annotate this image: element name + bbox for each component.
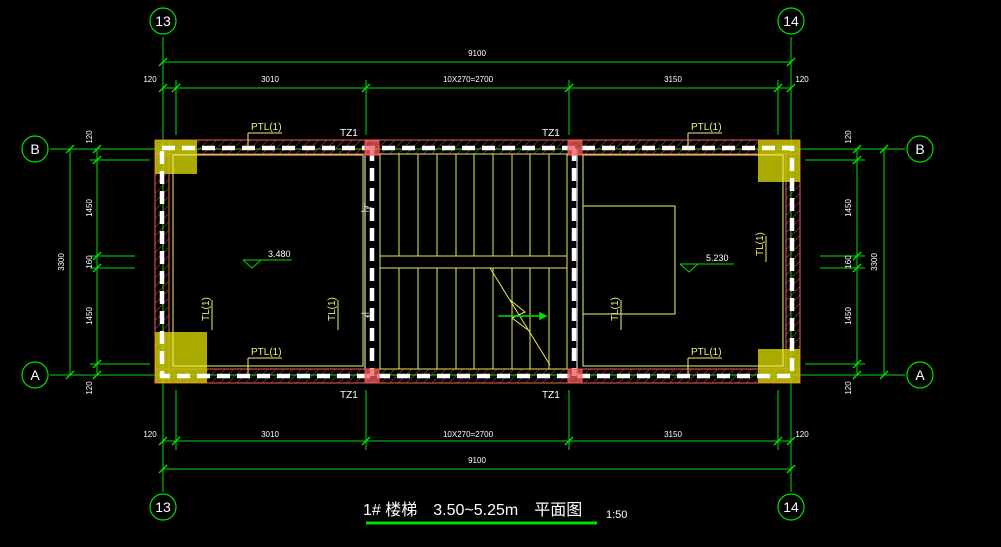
- label-tz-bottom-right: TZ1: [542, 390, 560, 401]
- level-marks: [242, 259, 734, 273]
- dim-seg-left-top: 3010: [261, 75, 279, 84]
- label-ptl-bottom-right: PTL(1): [691, 347, 722, 358]
- dim-edge-right-bottom: 120: [795, 430, 809, 439]
- leader-lines: [211, 132, 767, 375]
- axis-label-right-bottom: A: [915, 367, 925, 383]
- stair-well-lines: [364, 150, 578, 375]
- level-mark-left: [242, 259, 262, 269]
- grid-lines: [50, 37, 905, 492]
- axis-label-bottom-left: 13: [155, 499, 171, 515]
- dim-v-lower-right: 1450: [844, 307, 853, 325]
- axis-bubble-right-bottom: [906, 361, 934, 389]
- tz-column-markers: [364, 140, 583, 384]
- level-mark-right: [679, 263, 699, 273]
- label-tl-left-room: TL(1): [201, 297, 212, 321]
- dim-seg-mid-top: 10X270=2700: [443, 75, 494, 84]
- axis-label-right-top: B: [915, 141, 924, 157]
- dim-v-upper-right: 1450: [844, 199, 853, 217]
- stair-flights: [379, 153, 568, 370]
- dim-v-lower-left: 1450: [85, 307, 94, 325]
- beam-outline: [159, 145, 795, 379]
- label-ptl-top-right: PTL(1): [691, 122, 722, 133]
- axis-label-top-left: 13: [155, 13, 171, 29]
- stair-arrow: [498, 311, 548, 321]
- dim-v-mid-left: 160: [85, 255, 94, 269]
- horizontal-dimensions: [158, 57, 796, 474]
- dim-edge-left-top: 120: [143, 75, 157, 84]
- axis-label-top-right: 14: [783, 13, 799, 29]
- label-tl-right-stair: TL(1): [610, 297, 621, 321]
- walls: [154, 139, 801, 384]
- dim-edge-right-top: 120: [795, 75, 809, 84]
- room-outlines: [172, 154, 784, 367]
- dim-v-top-edge-right: 120: [844, 130, 853, 144]
- vertical-dimensions: [65, 144, 889, 380]
- axis-bubble-top-left: [149, 7, 177, 35]
- label-tz-top-left: TZ1: [340, 128, 358, 139]
- axis-bubble-right-top: [906, 135, 934, 163]
- label-tl-left-stair: TL(1): [327, 297, 338, 321]
- axis-label-left-top: B: [30, 141, 39, 157]
- dim-seg-left-bottom: 3010: [261, 430, 279, 439]
- label-tz-top-right: TZ1: [542, 128, 560, 139]
- label-tz-bottom-left: TZ1: [340, 390, 358, 401]
- dim-v-bottom-edge-right: 120: [844, 381, 853, 395]
- dim-v-top-edge-left: 120: [85, 130, 94, 144]
- axis-bubbles: [21, 7, 934, 521]
- dim-edge-left-bottom: 120: [143, 430, 157, 439]
- label-ptl-top-left: PTL(1): [251, 122, 282, 133]
- label-tl-right-room: TL(1): [755, 232, 766, 256]
- dim-v-total-right: 3300: [870, 253, 879, 271]
- stair-break-zigzag: [509, 299, 529, 331]
- level-value-left: 3.480: [268, 249, 291, 259]
- drawing-title: 1# 楼梯 3.50~5.25m 平面图: [363, 501, 582, 519]
- stair-down-mark: 下: [360, 312, 369, 322]
- dim-v-total-left: 3300: [57, 253, 66, 271]
- axis-bubble-bottom-left: [149, 493, 177, 521]
- label-ptl-bottom-left: PTL(1): [251, 347, 282, 358]
- stair-up-mark: 上: [360, 203, 369, 213]
- axis-bubble-left-top: [21, 135, 49, 163]
- axis-label-left-bottom: A: [30, 367, 40, 383]
- dim-total-bottom: 9100: [468, 456, 486, 465]
- dim-seg-right-bottom: 3150: [664, 430, 682, 439]
- drawing-scale: 1:50: [606, 509, 627, 521]
- dim-v-upper-left: 1450: [85, 199, 94, 217]
- axis-bubble-bottom-right: [777, 493, 805, 521]
- dim-total-top: 9100: [468, 49, 486, 58]
- level-value-right: 5.230: [706, 253, 729, 263]
- dim-seg-mid-bottom: 10X270=2700: [443, 430, 494, 439]
- dim-v-mid-right: 160: [844, 255, 853, 269]
- dim-seg-right-top: 3150: [664, 75, 682, 84]
- beams: [159, 145, 795, 379]
- drawing-title-block: 1# 楼梯 3.50~5.25m 平面图 1:50: [363, 501, 627, 525]
- dim-v-bottom-edge-left: 120: [85, 381, 94, 395]
- axis-label-bottom-right: 14: [783, 499, 799, 515]
- axis-bubble-left-bottom: [21, 361, 49, 389]
- axis-bubble-top-right: [777, 7, 805, 35]
